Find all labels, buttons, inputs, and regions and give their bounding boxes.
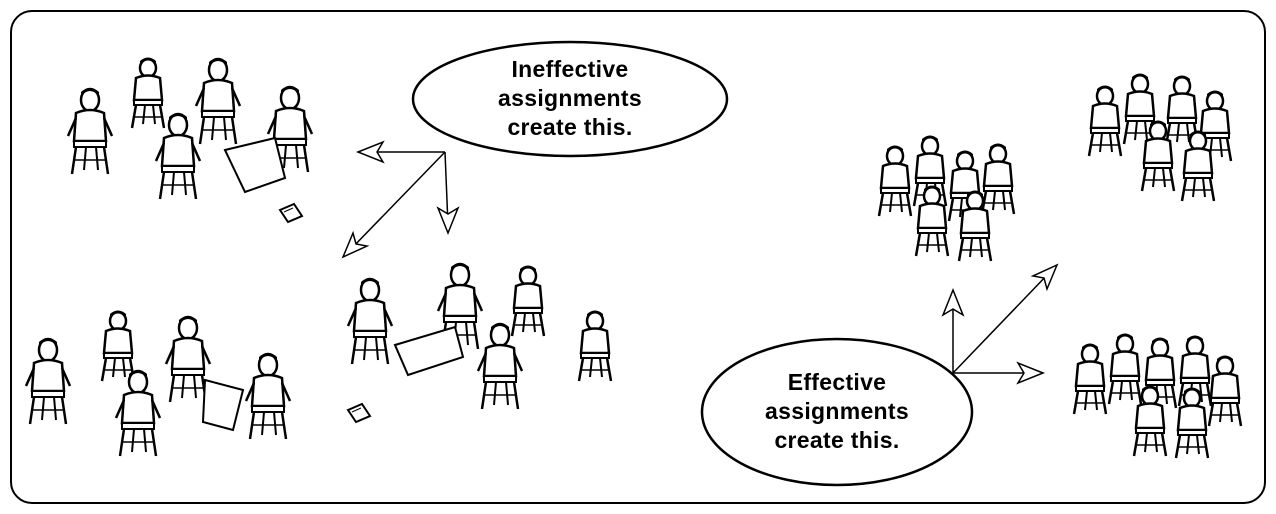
ineffective-arrows	[341, 140, 460, 259]
ineffective-line-1: Ineffective	[511, 56, 629, 82]
effective-arrows	[941, 263, 1059, 385]
disengaged-group-1	[66, 56, 314, 223]
effective-line-3: create this.	[774, 427, 900, 453]
ineffective-caption: Ineffective assignments create this.	[440, 55, 700, 142]
effective-bubble	[700, 337, 974, 487]
engaged-group-3	[1072, 332, 1243, 460]
engaged-group-2	[1087, 72, 1233, 203]
effective-line-1: Effective	[787, 369, 887, 395]
ineffective-line-2: assignments	[498, 85, 642, 111]
effective-caption: Effective assignments create this.	[707, 368, 967, 455]
ineffective-bubble	[411, 40, 729, 158]
effective-line-2: assignments	[765, 398, 909, 424]
disengaged-group-3	[346, 261, 613, 423]
figure-frame	[10, 10, 1266, 504]
ineffective-line-3: create this.	[507, 114, 633, 140]
disengaged-group-2	[24, 309, 292, 458]
engaged-group-1	[877, 134, 1016, 263]
